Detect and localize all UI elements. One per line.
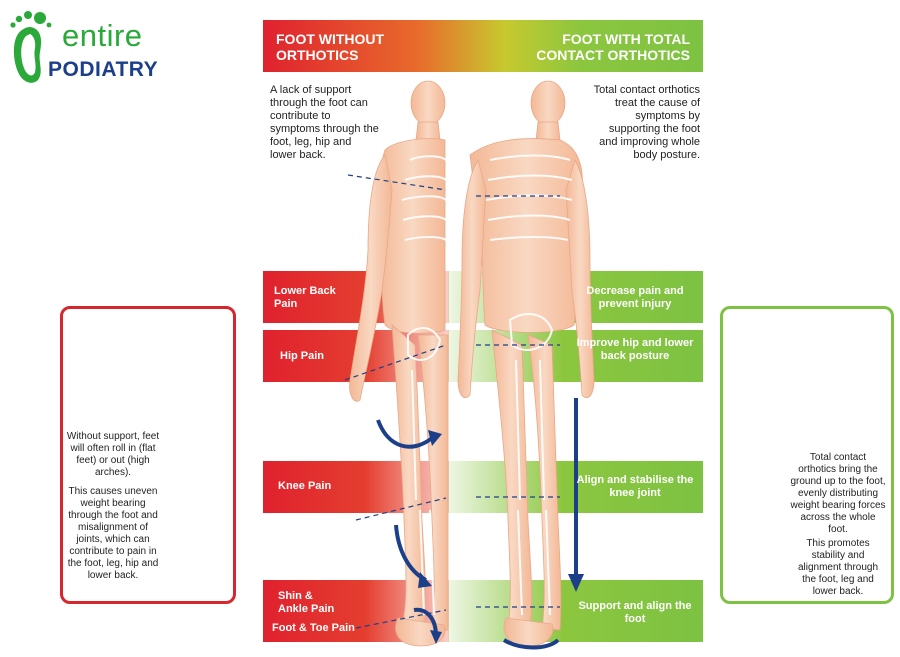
arrow-head-icon bbox=[430, 630, 442, 644]
symptom-foot-toe: Foot & Toe Pain bbox=[272, 622, 355, 634]
orthotic-insole-icon bbox=[502, 638, 560, 650]
header-bar bbox=[263, 20, 703, 72]
intro-left: A lack of support through the foot can c… bbox=[270, 84, 379, 161]
logo-entire: entire bbox=[62, 18, 143, 53]
benefit-hip: Improve hip and lower back posture bbox=[576, 337, 694, 362]
info-box-without-orthotics bbox=[60, 306, 236, 604]
left-box-text-2: This causes uneven weight bearing throug… bbox=[67, 486, 159, 581]
benefit-lower-back: Decrease pain and prevent injury bbox=[586, 285, 684, 310]
logo-podiatry: PODIATRY bbox=[48, 58, 159, 81]
symptom-lower-back: Lower Back Pain bbox=[274, 285, 336, 310]
header-right-title: FOOT WITH TOTAL CONTACT ORTHOTICS bbox=[536, 31, 690, 63]
right-box-text-2: This promotes stability and alignment th… bbox=[797, 538, 879, 597]
arrow-head-icon bbox=[428, 430, 442, 446]
figure-with-orthotics bbox=[457, 80, 595, 647]
skeleton-left bbox=[401, 155, 447, 616]
logo: entire PODIATRY bbox=[8, 6, 168, 90]
arrow-head-icon bbox=[418, 572, 432, 588]
info-box-with-orthotics bbox=[720, 306, 894, 604]
benefit-foot: Support and align the foot bbox=[578, 600, 692, 625]
figure-without-orthotics bbox=[349, 80, 449, 647]
left-box-text-1: Without support, feet will often roll in… bbox=[66, 431, 160, 478]
symptom-shin-ankle: Shin & Ankle Pain bbox=[278, 590, 335, 615]
arrow-down-icon bbox=[568, 574, 584, 592]
right-box-text-1: Total contact orthotics bring the ground… bbox=[790, 452, 886, 535]
intro-right: Total contact orthotics treat the cause … bbox=[593, 84, 700, 161]
alignment-lines bbox=[344, 174, 560, 629]
footprint-icon bbox=[10, 11, 52, 83]
band-benefit-hip bbox=[448, 330, 703, 382]
symptom-hip: Hip Pain bbox=[280, 350, 325, 362]
symptom-knee: Knee Pain bbox=[278, 480, 332, 492]
header-left-title: FOOT WITHOUT ORTHOTICS bbox=[276, 31, 385, 63]
benefit-knee: Align and stabilise the knee joint bbox=[576, 474, 694, 499]
